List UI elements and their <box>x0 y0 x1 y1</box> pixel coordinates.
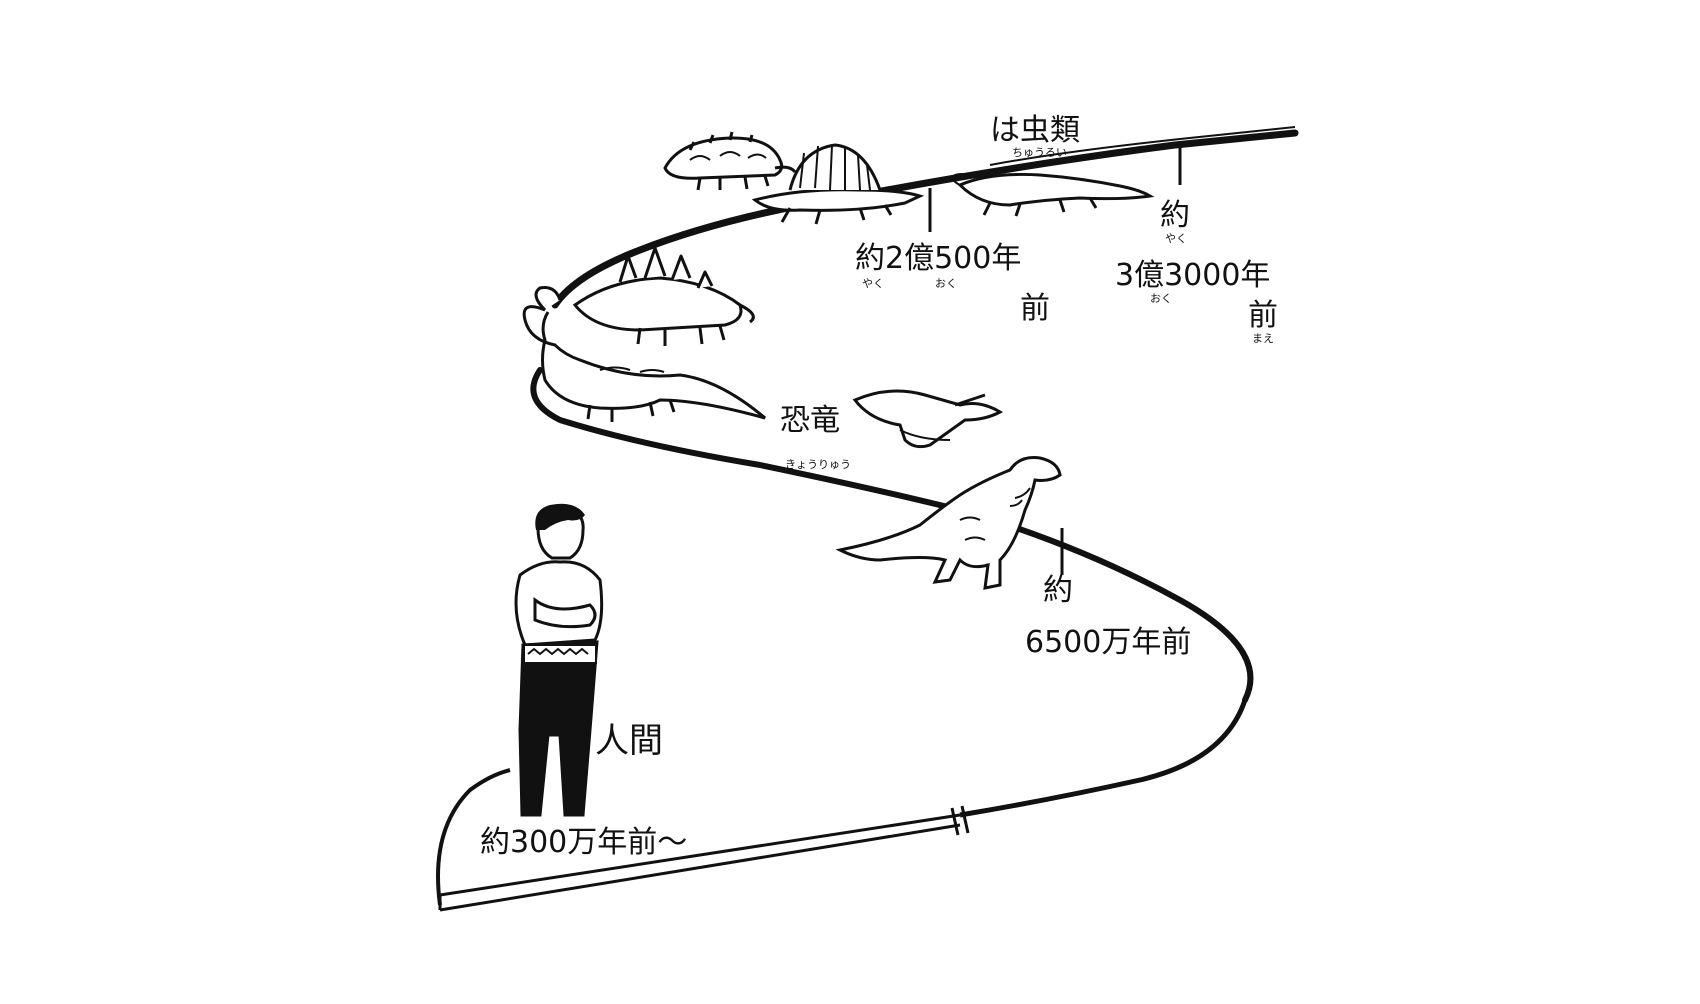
label-3-line1: 約300万年前〜 <box>480 825 687 860</box>
stegosaurus-icon <box>572 246 755 346</box>
ruby-dinosaurs: きょうりゅう <box>785 458 851 471</box>
label-dinosaurs: 恐竜 <box>780 403 840 438</box>
label-330-line2: 3億3000年 <box>1115 258 1270 293</box>
human-figure-icon <box>514 503 604 817</box>
label-330-line3: 前 <box>1248 298 1278 333</box>
label-250-line2: 前 <box>1020 291 1050 326</box>
ruby-250-b: おく <box>935 277 957 290</box>
diagram-labels: は虫類 ちゅうるい 約 やく 3億3000年 おく 前 まえ 約2億500年 や… <box>480 113 1278 860</box>
ruby-330-line1: やく <box>1165 232 1187 245</box>
label-humans: 人間 <box>595 721 663 761</box>
sauropod-icon <box>522 286 766 422</box>
pteranodon-icon <box>852 389 1004 449</box>
early-reptile-icon <box>952 172 1155 217</box>
ruby-330-line3: まえ <box>1252 332 1274 345</box>
ruby-250-a: やく <box>862 277 884 290</box>
ankylosaur-icon <box>663 131 797 191</box>
dimetrodon-icon <box>751 143 925 225</box>
timeline-ticks <box>928 142 1182 575</box>
label-65-line2: 6500万年前 <box>1025 625 1191 660</box>
label-250-line1: 約2億500年 <box>855 241 1021 276</box>
label-65-line1: 約 <box>1043 573 1073 608</box>
label-reptiles: は虫類 <box>990 113 1080 148</box>
label-330-line1: 約 <box>1160 198 1190 233</box>
ruby-330-line2: おく <box>1150 292 1172 305</box>
ruby-reptiles: ちゅうるい <box>1012 146 1067 159</box>
tyrannosaurus-icon <box>835 456 1062 590</box>
